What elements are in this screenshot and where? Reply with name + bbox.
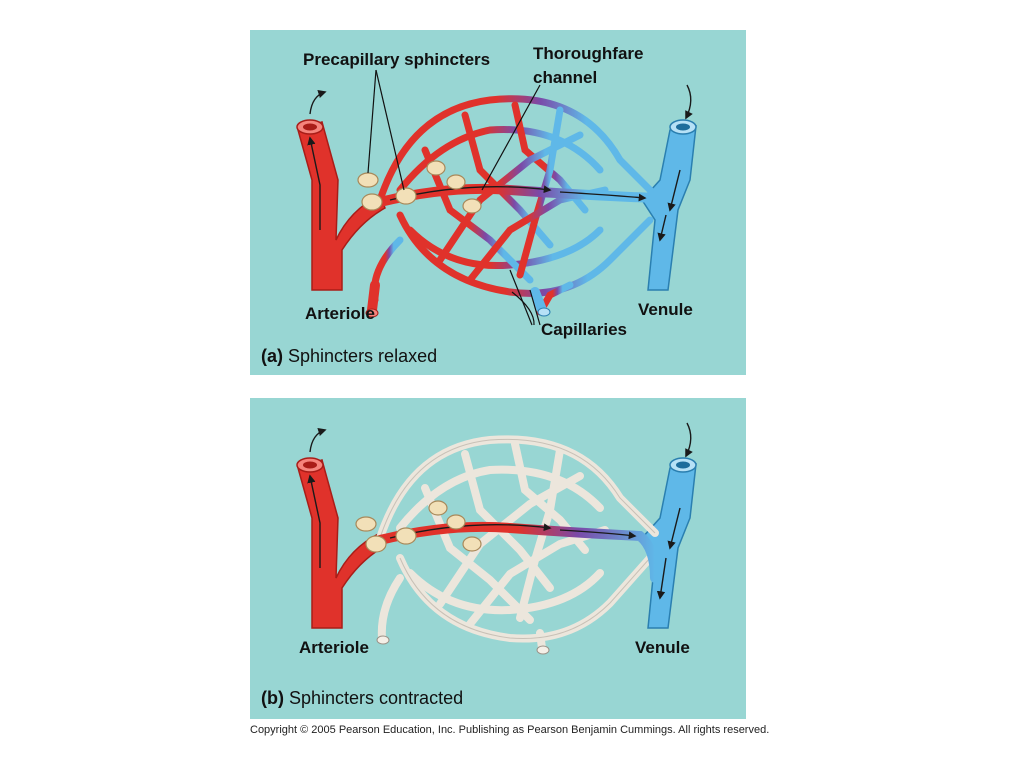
label-venule: Venule — [638, 300, 693, 319]
vessel-stubs — [376, 635, 550, 655]
capillary-bed-diagram-relaxed — [296, 69, 697, 326]
vessel-stubs — [365, 280, 551, 318]
arteriole-vessel — [296, 427, 386, 629]
caption-b: (b) Sphincters contracted — [261, 688, 463, 709]
thoroughfare-channel — [375, 521, 660, 583]
label-arteriole: Arteriole — [299, 638, 369, 657]
label-arteriole: Arteriole — [305, 304, 375, 323]
label-channel: channel — [533, 68, 598, 87]
precapillary-sphincters — [357, 160, 482, 214]
precapillary-sphincters — [355, 500, 482, 553]
label-venule: Venule — [635, 638, 690, 657]
leader-lines — [367, 69, 541, 326]
caption-letter: (a) — [261, 346, 283, 366]
inactive-capillary-outline — [379, 438, 656, 640]
inactive-capillary-network — [376, 435, 659, 652]
panel-sphincters-contracted: Arteriole Venule (b) Sphincters contract… — [250, 398, 746, 719]
caption-letter: (b) — [261, 688, 284, 708]
caption-a: (a) Sphincters relaxed — [261, 346, 437, 367]
label-thoroughfare: Thoroughfare — [533, 44, 644, 63]
label-precapillary-sphincters: Precapillary sphincters — [303, 50, 491, 69]
capillary-bed-diagram-contracted — [296, 422, 697, 655]
copyright-notice: Copyright © 2005 Pearson Education, Inc.… — [250, 724, 770, 736]
caption-text: Sphincters relaxed — [288, 346, 438, 366]
label-capillaries: Capillaries — [541, 320, 627, 339]
caption-text: Sphincters contracted — [289, 688, 464, 708]
panel-sphincters-relaxed: Precapillary sphincters Thoroughfare cha… — [250, 30, 746, 375]
